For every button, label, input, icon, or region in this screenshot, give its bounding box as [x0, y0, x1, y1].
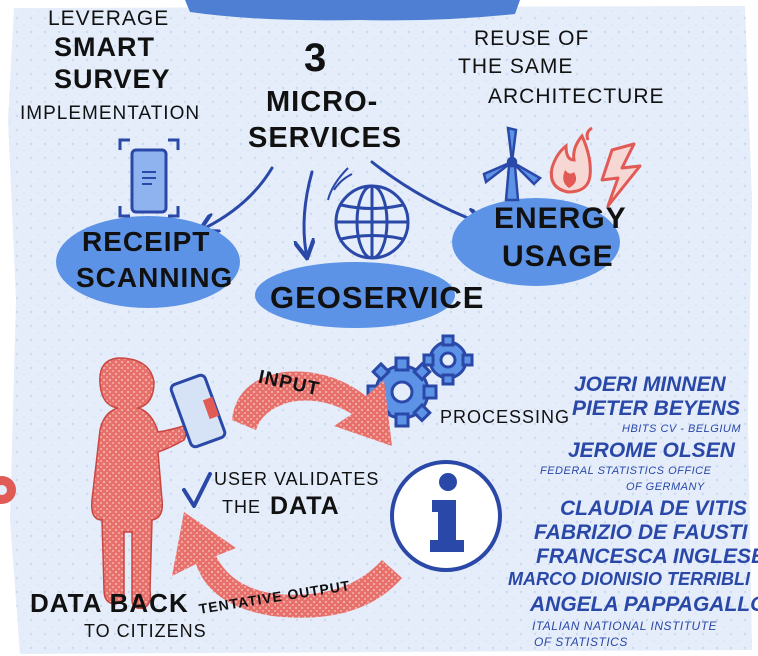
- credit-affiliation: of Statistics: [534, 635, 628, 649]
- lightning-icon: [600, 142, 642, 208]
- info-icon: [390, 460, 502, 572]
- geoservice-label: Geoservice: [270, 280, 485, 315]
- receipt-label: Receipt: [82, 226, 211, 257]
- reuse-text: Reuse of: [474, 27, 590, 50]
- smartphone-icon: [169, 373, 227, 449]
- input-arrow: [232, 371, 392, 446]
- to-citizens-label: to citizens: [84, 621, 207, 641]
- services-text: services: [248, 122, 403, 154]
- credit-affiliation: Federal Statistics Office: [540, 465, 712, 477]
- credit-affiliation: Italian National Institute: [532, 619, 718, 633]
- phone-scan-icon: [118, 138, 180, 218]
- energy-label: Energy: [494, 202, 627, 235]
- flame-icon: [549, 126, 593, 194]
- validate-label: User validates: [214, 469, 380, 489]
- checkmark-icon: [182, 472, 212, 508]
- processing-label: Processing: [440, 407, 571, 427]
- credit-name: Angela Pappagallo: [530, 593, 758, 616]
- credit-affiliation: hbits cv - Belgium: [622, 423, 742, 435]
- arrow-to-receipt: [205, 166, 274, 228]
- credit-name: Francesca Inglese: [536, 545, 758, 568]
- credit-name: Marco Dionisio Terribli: [508, 569, 750, 589]
- arrow-to-geoservice: [304, 170, 312, 252]
- implementation-text: Implementation: [20, 103, 201, 124]
- survey-text: Survey: [54, 64, 171, 94]
- receipt-blob: [56, 216, 240, 308]
- microservice-count: 3: [304, 36, 328, 80]
- gears-icon: [366, 334, 474, 428]
- architecture-text: architecture: [488, 85, 665, 108]
- geoservice-blob: [255, 262, 455, 328]
- validate-the: the: [222, 497, 261, 517]
- smart-text: Smart: [54, 32, 155, 62]
- credit-name: Pieter Beyens: [572, 397, 741, 420]
- same-text: the same: [458, 55, 574, 78]
- micro-text: Micro-: [266, 86, 379, 118]
- tentative-output-arrow: [172, 512, 402, 618]
- credit-name: Claudia De Vitis: [560, 497, 748, 520]
- credit-name: Jerome Olsen: [568, 439, 735, 462]
- partial-gear-icon: [0, 476, 16, 504]
- arrow-to-energy: [370, 160, 478, 222]
- credit-name: Fabrizio De Fausti: [534, 521, 748, 544]
- cycle-arrows: [172, 371, 402, 618]
- top-band: [185, 0, 520, 21]
- data-back-label: Data back: [30, 588, 189, 618]
- scanning-label: Scanning: [76, 262, 234, 293]
- energy-blob: [452, 198, 620, 286]
- credit-affiliation: of Germany: [626, 481, 705, 493]
- service-arrows: [205, 160, 478, 252]
- usage-label: Usage: [502, 240, 614, 273]
- leverage-text: Leverage: [48, 7, 170, 30]
- wind-turbine-icon: [482, 126, 543, 202]
- validate-data: Data: [270, 492, 340, 520]
- credit-name: Joeri Minnen: [574, 373, 726, 396]
- globe-icon: [327, 167, 410, 260]
- person-icon: [90, 357, 192, 610]
